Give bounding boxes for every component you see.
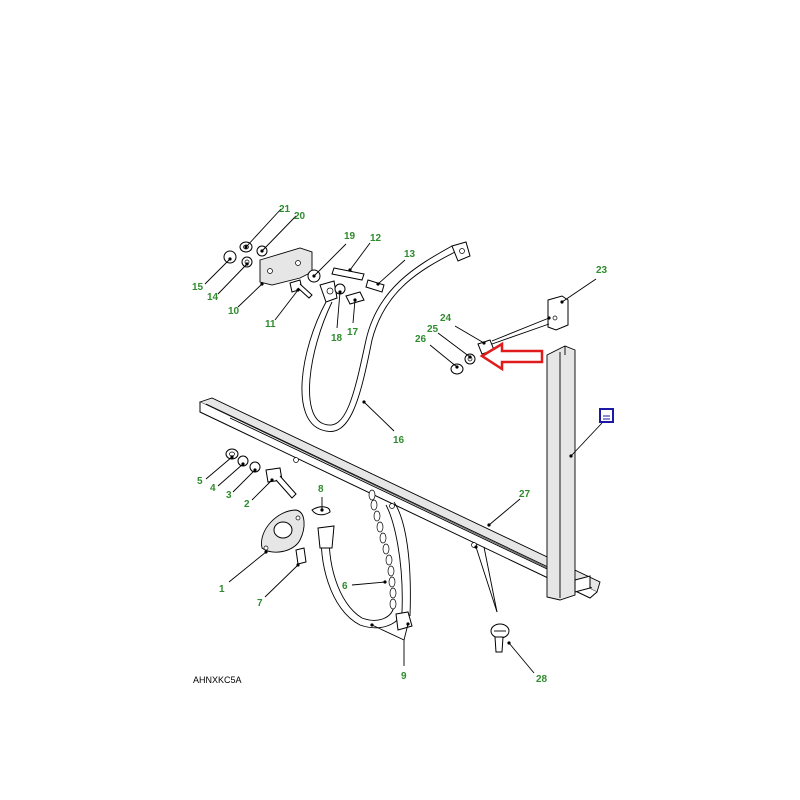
callout-14: 14 [207,292,219,303]
callout-9: 9 [401,671,407,682]
callout-28: 28 [536,674,548,685]
callout-19: 19 [344,231,356,242]
chain-assembly [317,489,413,631]
callout-6: 6 [342,581,348,592]
vertical-post-part [546,295,591,601]
callout-8: 8 [318,484,324,495]
callout-4: 4 [210,483,216,494]
chain-links [368,489,397,610]
callout-23: 23 [596,265,608,276]
callout-11: 11 [265,319,276,330]
callout-24: 24 [440,313,452,324]
callout-5: 5 [197,476,203,487]
mount-assembly [225,448,307,565]
cable-assembly [301,241,471,432]
screw-part [490,623,510,653]
callout-12: 12 [370,233,382,244]
callout-13: 13 [404,249,416,260]
callout-21: 21 [279,204,291,215]
callout-15: 15 [192,282,204,293]
drawing-code: AHNXKC5A [193,675,242,685]
callout-26: 26 [415,334,427,345]
callout-16: 16 [393,435,405,446]
bracket-assembly [223,241,313,299]
callout-1: 1 [219,584,225,595]
callout-3: 3 [226,490,232,501]
callout-7: 7 [257,598,263,609]
rail-part [198,397,601,599]
page-reference-box-icon [599,408,614,423]
callout-20: 20 [294,211,306,222]
callout-2: 2 [244,499,250,510]
callout-10: 10 [228,306,240,317]
callout-27: 27 [519,489,531,500]
callout-25: 25 [427,324,439,335]
callout-18: 18 [331,333,343,344]
callout-labels: 1 2 3 4 5 6 7 8 9 10 11 12 13 14 15 16 1… [192,204,608,685]
highlight-arrow-icon [479,341,544,372]
leader-lines [204,208,603,674]
callout-17: 17 [347,327,359,338]
